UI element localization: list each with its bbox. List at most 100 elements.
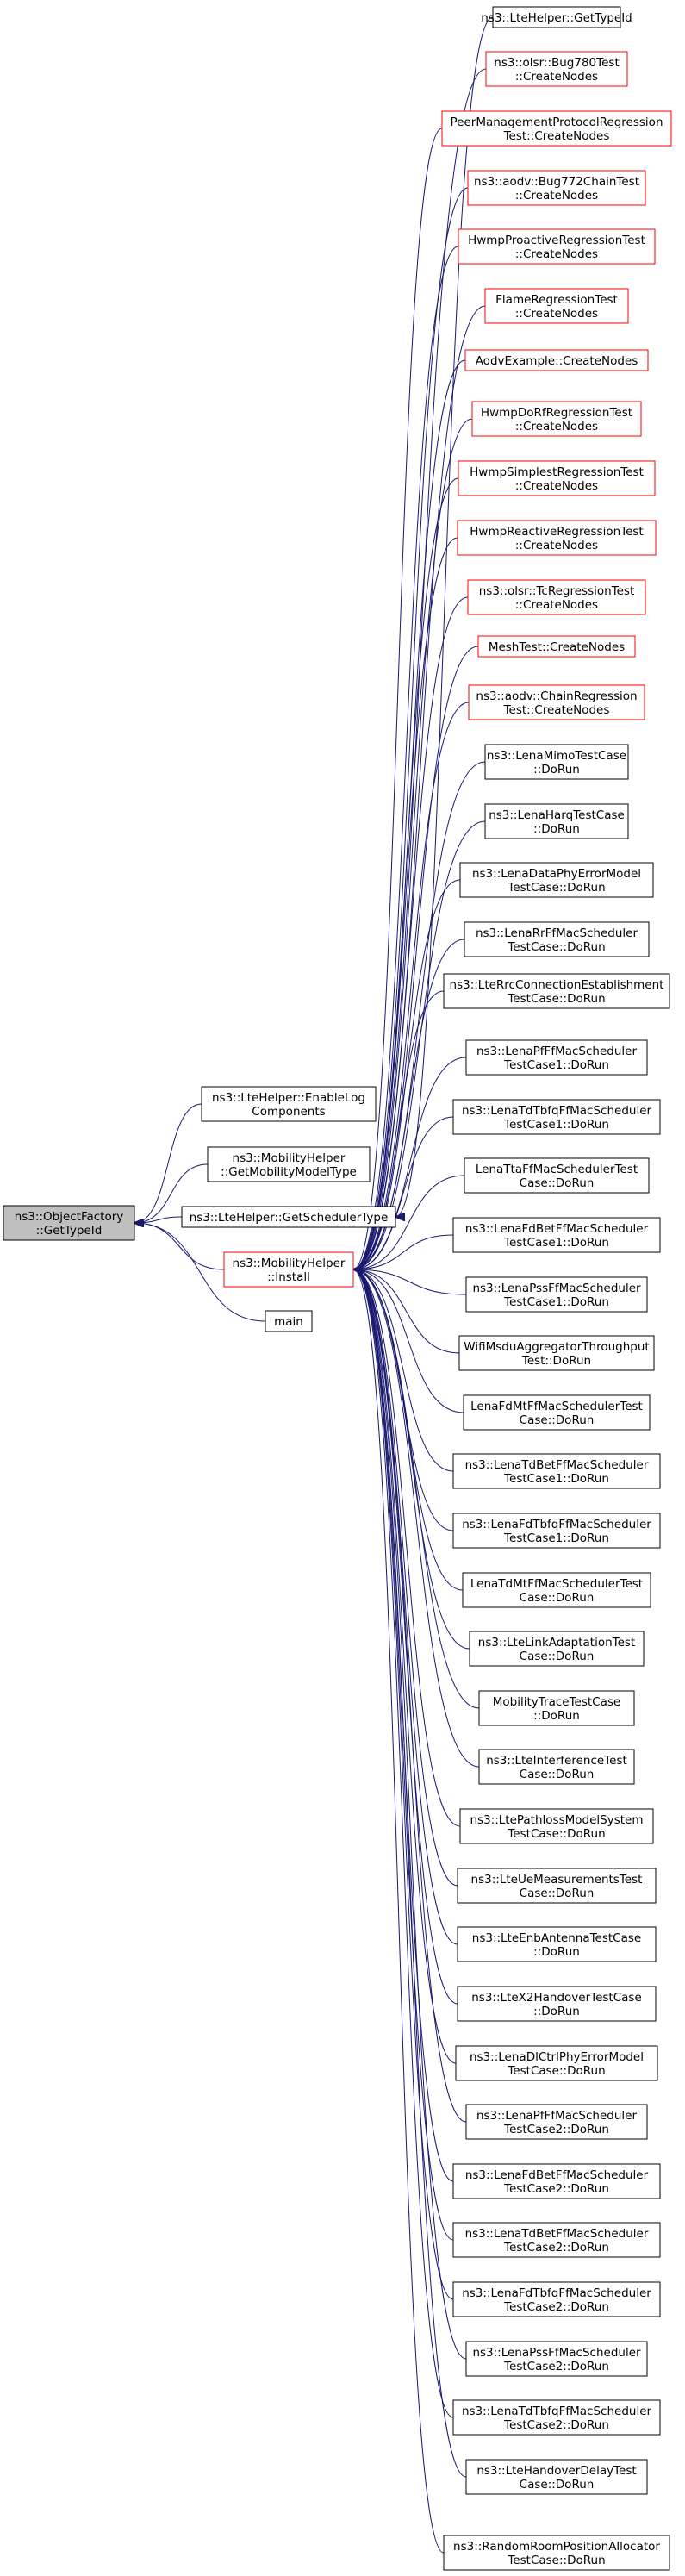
node-box xyxy=(458,228,656,265)
node-label: TestCase::DoRun xyxy=(507,881,605,895)
node-box xyxy=(459,1808,654,1844)
node-label: ::DoRun xyxy=(533,763,580,777)
node-label: TestCase2::DoRun xyxy=(503,2123,609,2136)
edge-r21-to-c3 xyxy=(353,1234,454,1269)
node-box xyxy=(458,460,656,496)
graph-node-r37[interactable]: ns3::LenaFdBetFfMacSchedulerTestCase2::D… xyxy=(452,2163,661,2199)
node-box xyxy=(464,921,650,957)
graph-node-r1[interactable]: ns3::olsr::Bug780Test::CreateNodes xyxy=(485,51,628,87)
graph-node-r10[interactable]: ns3::olsr::TcRegressionTest::CreateNodes xyxy=(467,579,646,615)
node-label: FlameRegressionTest xyxy=(495,293,618,307)
graph-node-r33[interactable]: ns3::LteEnbAntennaTestCase::DoRun xyxy=(457,1926,657,1962)
graph-node-r12[interactable]: ns3::aodv::ChainRegressionTest::CreateNo… xyxy=(468,684,645,720)
graph-node-r18[interactable]: ns3::LenaPfFfMacSchedulerTestCase1::DoRu… xyxy=(465,1039,648,1076)
node-label: Test::DoRun xyxy=(521,1354,591,1368)
graph-node-r2[interactable]: PeerManagementProtocolRegressionTest::Cr… xyxy=(441,110,672,147)
graph-node-r25[interactable]: ns3::LenaTdBetFfMacSchedulerTestCase1::D… xyxy=(452,1453,661,1489)
graph-node-r40[interactable]: ns3::LenaPssFfMacSchedulerTestCase2::DoR… xyxy=(465,2341,648,2377)
edge-r20-to-c3 xyxy=(353,1175,465,1269)
edge-r30-to-c3 xyxy=(353,1269,480,1768)
graph-node-r22[interactable]: ns3::LenaPssFfMacSchedulerTestCase1::DoR… xyxy=(465,1276,648,1313)
node-box xyxy=(443,973,670,1009)
node-box xyxy=(452,2163,661,2199)
graph-node-r29[interactable]: MobilityTraceTestCase::DoRun xyxy=(478,1690,635,1726)
graph-node-r35[interactable]: ns3::LenaDlCtrlPhyErrorModelTestCase::Do… xyxy=(455,2045,658,2081)
node-label: ns3::MobilityHelper xyxy=(233,1257,346,1270)
node-label: ::DoRun xyxy=(533,2005,580,2018)
node-label: ::CreateNodes xyxy=(515,420,598,433)
node-label: TestCase1::DoRun xyxy=(503,1295,609,1309)
node-box xyxy=(459,862,654,898)
edge-r36-to-c3 xyxy=(353,1269,467,2123)
graph-node-r43[interactable]: ns3::RandomRoomPositionAllocatorTestCase… xyxy=(443,2535,670,2571)
node-box xyxy=(207,1146,371,1182)
node-label: ns3::LenaPfFfMacScheduler xyxy=(476,1045,637,1058)
node-label: ns3::LtePathlossModelSystem xyxy=(470,1813,643,1827)
node-box xyxy=(457,1986,657,2022)
node-label: ns3::LteLinkAdaptationTest xyxy=(478,1636,635,1650)
graph-node-r4[interactable]: HwmpProactiveRegressionTest::CreateNodes xyxy=(458,228,656,265)
node-label: Case::DoRun xyxy=(520,1887,595,1900)
graph-node-r15[interactable]: ns3::LenaDataPhyErrorModelTestCase::DoRu… xyxy=(459,862,654,898)
edge-r17-to-c3 xyxy=(353,990,445,1269)
graph-node-r9[interactable]: HwmpReactiveRegressionTest::CreateNodes xyxy=(457,520,657,556)
node-label: TestCase2::DoRun xyxy=(503,2300,609,2314)
node-label: ::Install xyxy=(267,1270,310,1284)
graph-node-r38[interactable]: ns3::LenaTdBetFfMacSchedulerTestCase2::D… xyxy=(452,2222,661,2258)
graph-node-r13[interactable]: ns3::LenaMimoTestCase::DoRun xyxy=(484,744,629,780)
node-label: ns3::LenaRrFfMacScheduler xyxy=(476,926,638,940)
node-box xyxy=(452,2399,661,2436)
graph-node-r7[interactable]: HwmpDoRfRegressionTest::CreateNodes xyxy=(471,401,642,437)
graph-node-r39[interactable]: ns3::LenaFdTbfqFfMacSchedulerTestCase2::… xyxy=(452,2281,661,2317)
edge-c0-to-root xyxy=(134,1103,202,1223)
graph-node-r17[interactable]: ns3::LteRrcConnectionEstablishmentTestCa… xyxy=(443,973,670,1009)
graph-node-c1[interactable]: ns3::MobilityHelper::GetMobilityModelTyp… xyxy=(207,1146,371,1182)
node-box xyxy=(452,1099,661,1135)
graph-node-r0[interactable]: ns3::LteHelper::GetTypeId xyxy=(481,6,632,28)
graph-node-r21[interactable]: ns3::LenaFdBetFfMacSchedulerTestCase1::D… xyxy=(452,1217,661,1253)
graph-node-c2[interactable]: ns3::LteHelper::GetSchedulerType xyxy=(181,1206,396,1228)
node-label: ns3::LteHelper::GetSchedulerType xyxy=(190,1211,389,1225)
graph-node-r11[interactable]: MeshTest::CreateNodes xyxy=(477,635,636,658)
root-node[interactable]: ns3::ObjectFactory::GetTypeId xyxy=(3,1205,135,1241)
node-box xyxy=(265,1310,313,1332)
graph-node-r6[interactable]: AodvExample::CreateNodes xyxy=(464,349,649,371)
edge-r10-to-c3 xyxy=(353,596,469,1269)
graph-node-c3[interactable]: ns3::MobilityHelper::Install xyxy=(223,1251,354,1288)
graph-node-c4[interactable]: main xyxy=(265,1310,313,1332)
node-label: Case::DoRun xyxy=(520,1650,595,1663)
node-label: ::GetTypeId xyxy=(36,1224,103,1238)
graph-node-r31[interactable]: ns3::LtePathlossModelSystemTestCase::DoR… xyxy=(459,1808,654,1844)
graph-node-r34[interactable]: ns3::LteX2HandoverTestCase::DoRun xyxy=(457,1986,657,2022)
node-label: Case::DoRun xyxy=(520,1413,595,1427)
edge-r42-to-c3 xyxy=(353,1269,467,2478)
graph-node-r19[interactable]: ns3::LenaTdTbfqFfMacSchedulerTestCase1::… xyxy=(452,1099,661,1135)
graph-node-r3[interactable]: ns3::aodv::Bug772ChainTest::CreateNodes xyxy=(467,170,646,206)
graph-node-r26[interactable]: ns3::LenaFdTbfqFfMacSchedulerTestCase1::… xyxy=(452,1513,661,1549)
node-label: ::DoRun xyxy=(533,1709,580,1723)
edge-r33-to-c3 xyxy=(353,1269,458,1945)
node-box xyxy=(465,1039,648,1076)
node-label: ::CreateNodes xyxy=(515,70,598,84)
graph-node-r5[interactable]: FlameRegressionTest::CreateNodes xyxy=(484,288,629,324)
node-label: TestCase2::DoRun xyxy=(503,2182,609,2196)
edge-r16-to-c3 xyxy=(353,939,465,1269)
graph-node-r8[interactable]: HwmpSimplestRegressionTest::CreateNodes xyxy=(458,460,656,496)
node-box xyxy=(492,6,621,28)
edge-c4-to-root xyxy=(134,1223,266,1322)
graph-node-r36[interactable]: ns3::LenaPfFfMacSchedulerTestCase2::DoRu… xyxy=(465,2104,648,2140)
graph-node-r41[interactable]: ns3::LenaTdTbfqFfMacSchedulerTestCase2::… xyxy=(452,2399,661,2436)
edge-r23-to-c3 xyxy=(353,1269,460,1354)
graph-node-r14[interactable]: ns3::LenaHarqTestCase::DoRun xyxy=(484,803,629,839)
node-label: TestCase1::DoRun xyxy=(503,1236,609,1250)
